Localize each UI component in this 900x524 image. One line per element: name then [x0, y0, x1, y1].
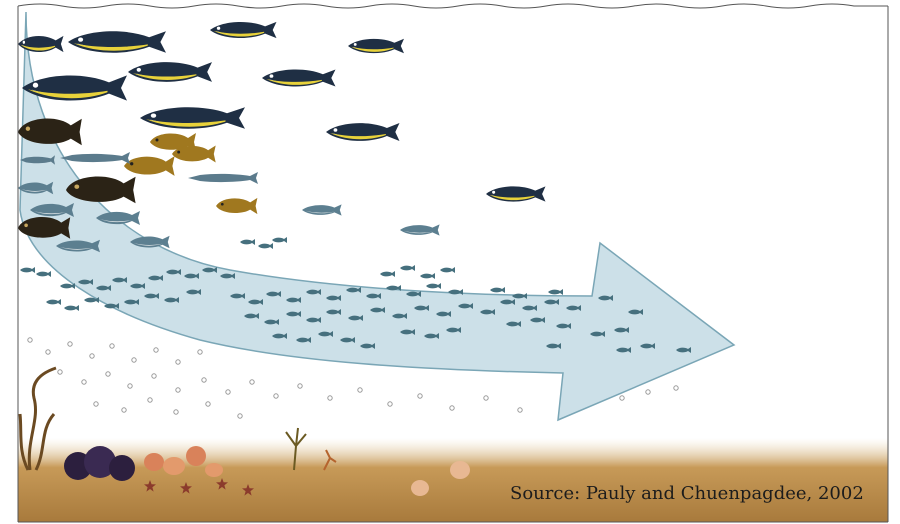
tuna-icon	[18, 22, 546, 202]
seabed	[18, 438, 888, 522]
source-caption: Source: Pauly and Chuenpagdee, 2002	[510, 483, 864, 504]
torn-edge	[18, 4, 888, 8]
